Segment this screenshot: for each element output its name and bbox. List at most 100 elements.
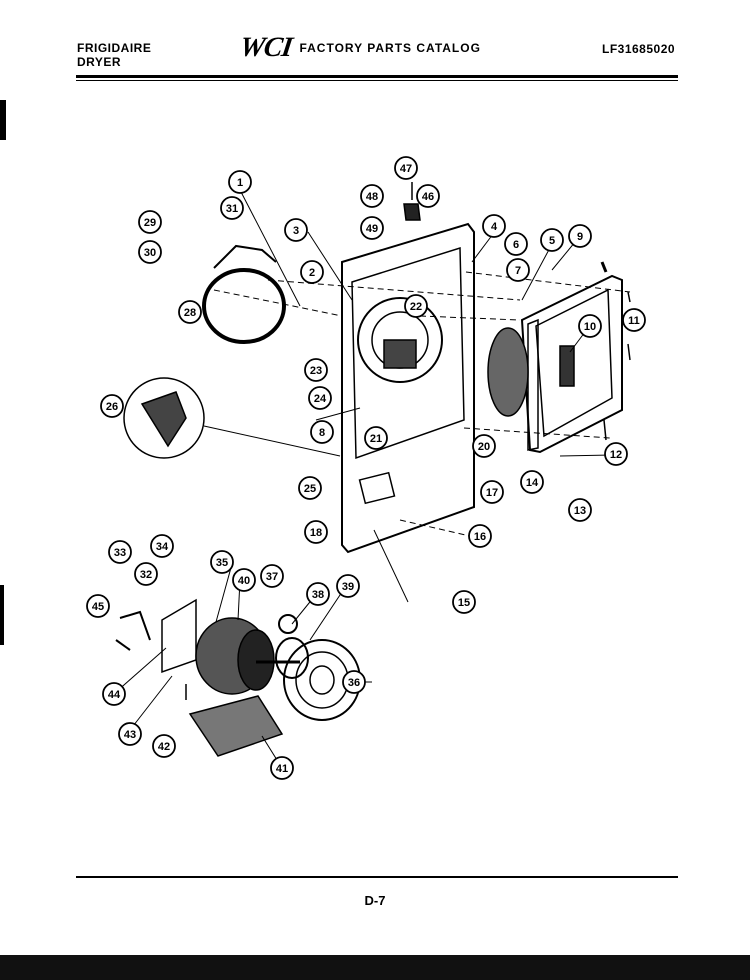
front-panel-inner <box>351 246 465 460</box>
part-callout: 49 <box>360 216 384 240</box>
callout-circle <box>220 196 244 220</box>
part-callout: 42 <box>152 734 176 758</box>
part-callout: 29 <box>138 210 162 234</box>
brand-name: FRIGIDAIRE DRYER <box>77 41 151 69</box>
part-callout: 39 <box>336 574 360 598</box>
callout-circle <box>568 224 592 248</box>
callout-number: 1 <box>237 177 243 189</box>
callout-number: 15 <box>458 597 470 609</box>
callout-number: 48 <box>366 191 378 203</box>
callout-number: 2 <box>309 267 315 279</box>
callout-number: 25 <box>304 483 316 495</box>
callout-circle <box>482 214 506 238</box>
callout-circle <box>520 470 544 494</box>
callout-circle <box>86 594 110 618</box>
part-callout: 47 <box>394 156 418 180</box>
part-callout: 41 <box>270 756 294 780</box>
callout-circle <box>364 426 388 450</box>
callout-number: 17 <box>486 487 498 499</box>
blower-housing-seal <box>275 637 309 679</box>
brand-line-2: DRYER <box>77 55 122 69</box>
brand-line-1: FRIGIDAIRE <box>77 41 152 55</box>
callout-number: 9 <box>577 231 583 243</box>
callout-circle <box>404 294 428 318</box>
part-callout: 24 <box>308 386 332 410</box>
part-callout: 28 <box>178 300 202 324</box>
door-handle <box>559 345 575 387</box>
callout-circle <box>480 480 504 504</box>
callout-circle <box>310 420 334 444</box>
callout-circle <box>342 670 366 694</box>
callout-circle <box>178 300 202 324</box>
callout-circle <box>360 216 384 240</box>
part-callout: 8 <box>310 420 334 444</box>
part-callout: 14 <box>520 470 544 494</box>
part-callout: 1 <box>228 170 252 194</box>
callout-number: 35 <box>216 557 228 569</box>
callout-circle <box>504 232 528 256</box>
model-number: LF31685020 <box>602 42 676 56</box>
scan-mark <box>0 100 6 140</box>
callout-circle <box>270 756 294 780</box>
callout-circle <box>360 184 384 208</box>
part-callout: 33 <box>108 540 132 564</box>
callout-number: 31 <box>226 203 238 215</box>
callout-circle <box>468 524 492 548</box>
scan-bottom-edge <box>0 955 750 980</box>
callout-number: 33 <box>114 547 126 559</box>
callout-number: 12 <box>610 449 622 461</box>
header-rule <box>76 75 678 78</box>
callout-number: 38 <box>312 589 324 601</box>
callout-number: 30 <box>144 247 156 259</box>
callout-circle <box>108 540 132 564</box>
callout-number: 11 <box>628 315 640 327</box>
callout-circle <box>506 258 530 282</box>
callout-number: 41 <box>276 763 288 775</box>
part-callout: 30 <box>138 240 162 264</box>
callout-number: 45 <box>92 601 104 613</box>
drum-bearing-ring <box>202 268 286 344</box>
callout-number: 47 <box>400 163 412 175</box>
part-callout: 11 <box>622 308 646 332</box>
callout-circle <box>568 498 592 522</box>
lint-screen <box>383 339 417 369</box>
callout-number: 32 <box>140 569 152 581</box>
callout-circle <box>622 308 646 332</box>
part-callout: 9 <box>568 224 592 248</box>
callout-circle <box>578 314 602 338</box>
part-callout: 25 <box>298 476 322 500</box>
part-callout: 17 <box>480 480 504 504</box>
callout-circle <box>472 434 496 458</box>
catalog-header: WCI FACTORY PARTS CATALOG <box>238 32 481 63</box>
part-callout: 44 <box>102 682 126 706</box>
part-callout: 2 <box>300 260 324 284</box>
callout-number: 3 <box>293 225 299 237</box>
part-callout: 5 <box>540 228 564 252</box>
catalog-title: FACTORY PARTS CATALOG <box>299 41 481 55</box>
callout-circle <box>394 156 418 180</box>
callout-circle <box>152 734 176 758</box>
callout-number: 44 <box>108 689 121 701</box>
callout-number: 8 <box>319 427 325 439</box>
callout-number: 4 <box>491 221 498 233</box>
part-callout: 48 <box>360 184 384 208</box>
callout-number: 39 <box>342 581 354 593</box>
callout-number: 40 <box>238 575 250 587</box>
callout-circle <box>100 394 124 418</box>
callout-circle <box>300 260 324 284</box>
callout-circle <box>134 562 158 586</box>
page-number: D-7 <box>364 893 386 908</box>
callout-circle <box>540 228 564 252</box>
callout-circle <box>308 386 332 410</box>
part-callout: 38 <box>306 582 330 606</box>
callout-circle <box>118 722 142 746</box>
callout-number: 23 <box>310 365 322 377</box>
callout-circle <box>298 476 322 500</box>
part-callout: 40 <box>232 568 256 592</box>
callout-circle <box>228 170 252 194</box>
callout-number: 42 <box>158 741 170 753</box>
part-callout: 4 <box>482 214 506 238</box>
callout-number: 26 <box>106 401 118 413</box>
part-callout: 7 <box>506 258 530 282</box>
part-callout: 46 <box>416 184 440 208</box>
